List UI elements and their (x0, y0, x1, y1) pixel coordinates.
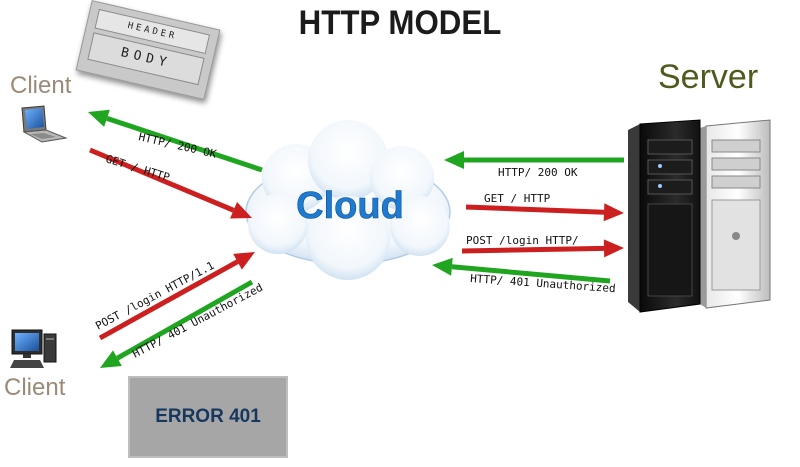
server-response-ok-label: HTTP/ 200 OK (498, 166, 578, 179)
cloud-shape (245, 120, 451, 280)
server-response-401-arrow (432, 257, 611, 284)
bottom-request-arrow (98, 252, 255, 341)
server-request-post-arrow (461, 239, 624, 258)
bottom-response-arrow (100, 279, 254, 368)
error-401-box: ERROR 401 (128, 376, 288, 458)
top-request-label: GET / HTTP (104, 152, 171, 184)
server-request-get-arrow (465, 203, 624, 222)
desktop-computer-icon (10, 329, 57, 368)
error-401-label: ERROR 401 (155, 406, 261, 427)
laptop-icon (21, 105, 68, 143)
bottom-client-label: Client (4, 374, 66, 401)
server-tower-icon (700, 119, 771, 309)
server-request-post-label: POST /login HTTP/ (466, 234, 579, 247)
top-response-label: HTTP/ 200 OK (137, 130, 218, 161)
diagram-title: HTTP MODEL (298, 4, 502, 42)
cloud-label: Cloud (296, 185, 404, 227)
server-tower-dark-icon (628, 119, 701, 313)
server-response-ok-arrow (444, 151, 624, 169)
top-request-arrow (89, 147, 252, 219)
top-response-arrow (88, 109, 263, 173)
server-request-get-label: GET / HTTP (484, 192, 551, 205)
top-client-label: Client (10, 72, 72, 99)
server-label: Server (658, 58, 759, 96)
